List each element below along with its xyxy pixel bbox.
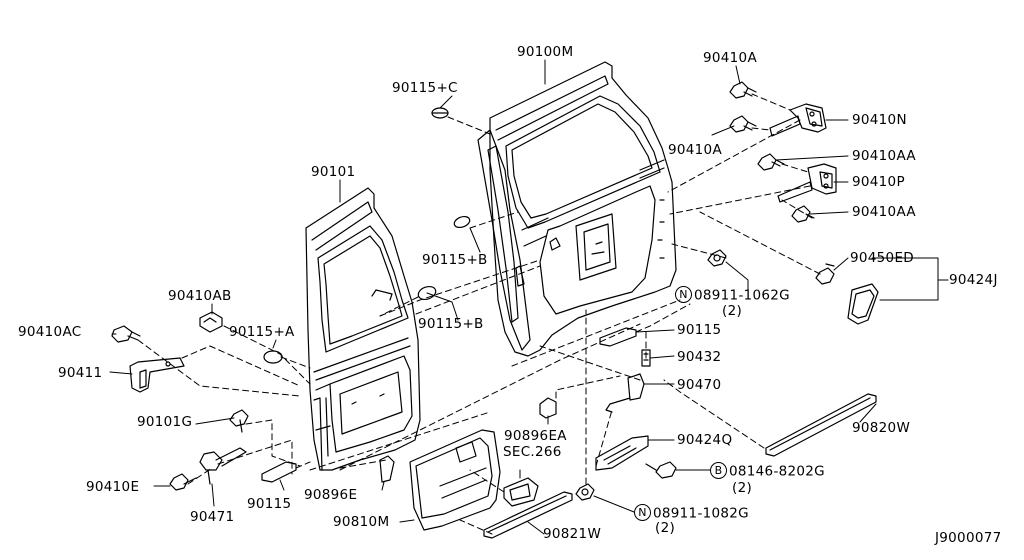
trim-90810M (409, 429, 501, 531)
lamp-sec266 (503, 477, 539, 507)
label-90896E: 90896E (304, 487, 358, 503)
part-08146-8202G: 08146-8202G (729, 463, 825, 480)
hinge-90410N (769, 103, 827, 137)
label-90115B-1: 90115+B (422, 252, 488, 268)
label-90115-bottom: 90115 (247, 496, 292, 512)
b-symbol-icon: B (710, 462, 727, 479)
label-90410A-top: 90410A (703, 50, 757, 66)
label-90411: 90411 (58, 365, 103, 381)
nut-08911-1082G (575, 483, 595, 501)
bolt-90410AC (111, 325, 141, 343)
bolt-08146-8202G (645, 461, 677, 479)
checker-90471 (199, 447, 247, 485)
strip-90115-right (599, 327, 637, 347)
label-90115A: 90115+A (229, 324, 295, 340)
solid-leader-lines (109, 59, 949, 535)
door-panel-90100M (477, 61, 677, 357)
hinge-90410P (777, 163, 837, 203)
label-90410E: 90410E (86, 479, 140, 495)
label-90410AA-2: 90410AA (852, 204, 916, 220)
bolts-90410AA (757, 153, 815, 223)
hinge-90411 (129, 357, 185, 393)
clip-90896E (379, 455, 395, 483)
label-90424J: 90424J (949, 272, 998, 288)
bolts-90410A (729, 81, 757, 133)
door-panel-90101 (305, 187, 421, 471)
molding-90821W (483, 491, 573, 539)
label-90410A-mid: 90410A (668, 142, 722, 158)
latch-90470 (605, 373, 645, 413)
label-90820W: 90820W (852, 420, 911, 436)
label-90821W: 90821W (543, 526, 602, 542)
label-90410N: 90410N (852, 112, 907, 128)
bolt-90410AB (199, 311, 223, 333)
diagram-id: J9000077 (935, 530, 1002, 546)
label-90450ED: 90450ED (850, 250, 914, 266)
strip-90115-bottom (261, 461, 297, 483)
label-sec266: SEC.266 (503, 444, 562, 460)
nut-08911-1062G (707, 249, 727, 267)
qty-08146-8202G: (2) (732, 480, 753, 496)
clip-90896EA (539, 397, 557, 419)
bolt-90101G (229, 409, 249, 433)
step-90424Q (595, 435, 649, 471)
label-90115-right: 90115 (677, 322, 722, 338)
dashed-leader-lines (137, 93, 821, 535)
label-90432: 90432 (677, 349, 722, 365)
label-90115C: 90115+C (392, 80, 458, 96)
pad-90424J (815, 263, 879, 325)
molding-90820W (765, 393, 877, 457)
label-90101: 90101 (311, 164, 356, 180)
label-90410AB: 90410AB (168, 288, 232, 304)
label-90410AC: 90410AC (18, 324, 82, 340)
label-90410P: 90410P (852, 174, 905, 190)
n-symbol-icon: N (634, 504, 651, 521)
label-90896EA: 90896EA (504, 428, 567, 444)
bolt-90410E (169, 473, 197, 491)
part-08911-1062G: 08911-1062G (694, 287, 790, 304)
part-08911-1082G: 08911-1082G (653, 505, 749, 522)
label-90410AA-1: 90410AA (852, 148, 916, 164)
label-90471: 90471 (190, 509, 235, 525)
label-90424Q: 90424Q (677, 432, 733, 448)
qty-08911-1082G: (2) (655, 520, 676, 536)
label-90100M: 90100M (517, 44, 574, 60)
label-90101G: 90101G (137, 414, 193, 430)
label-90470: 90470 (677, 377, 722, 393)
n-symbol-icon: N (675, 286, 692, 303)
label-90810M: 90810M (333, 514, 390, 530)
qty-08911-1062G: (2) (722, 303, 743, 319)
label-90115B-2: 90115+B (418, 316, 484, 332)
